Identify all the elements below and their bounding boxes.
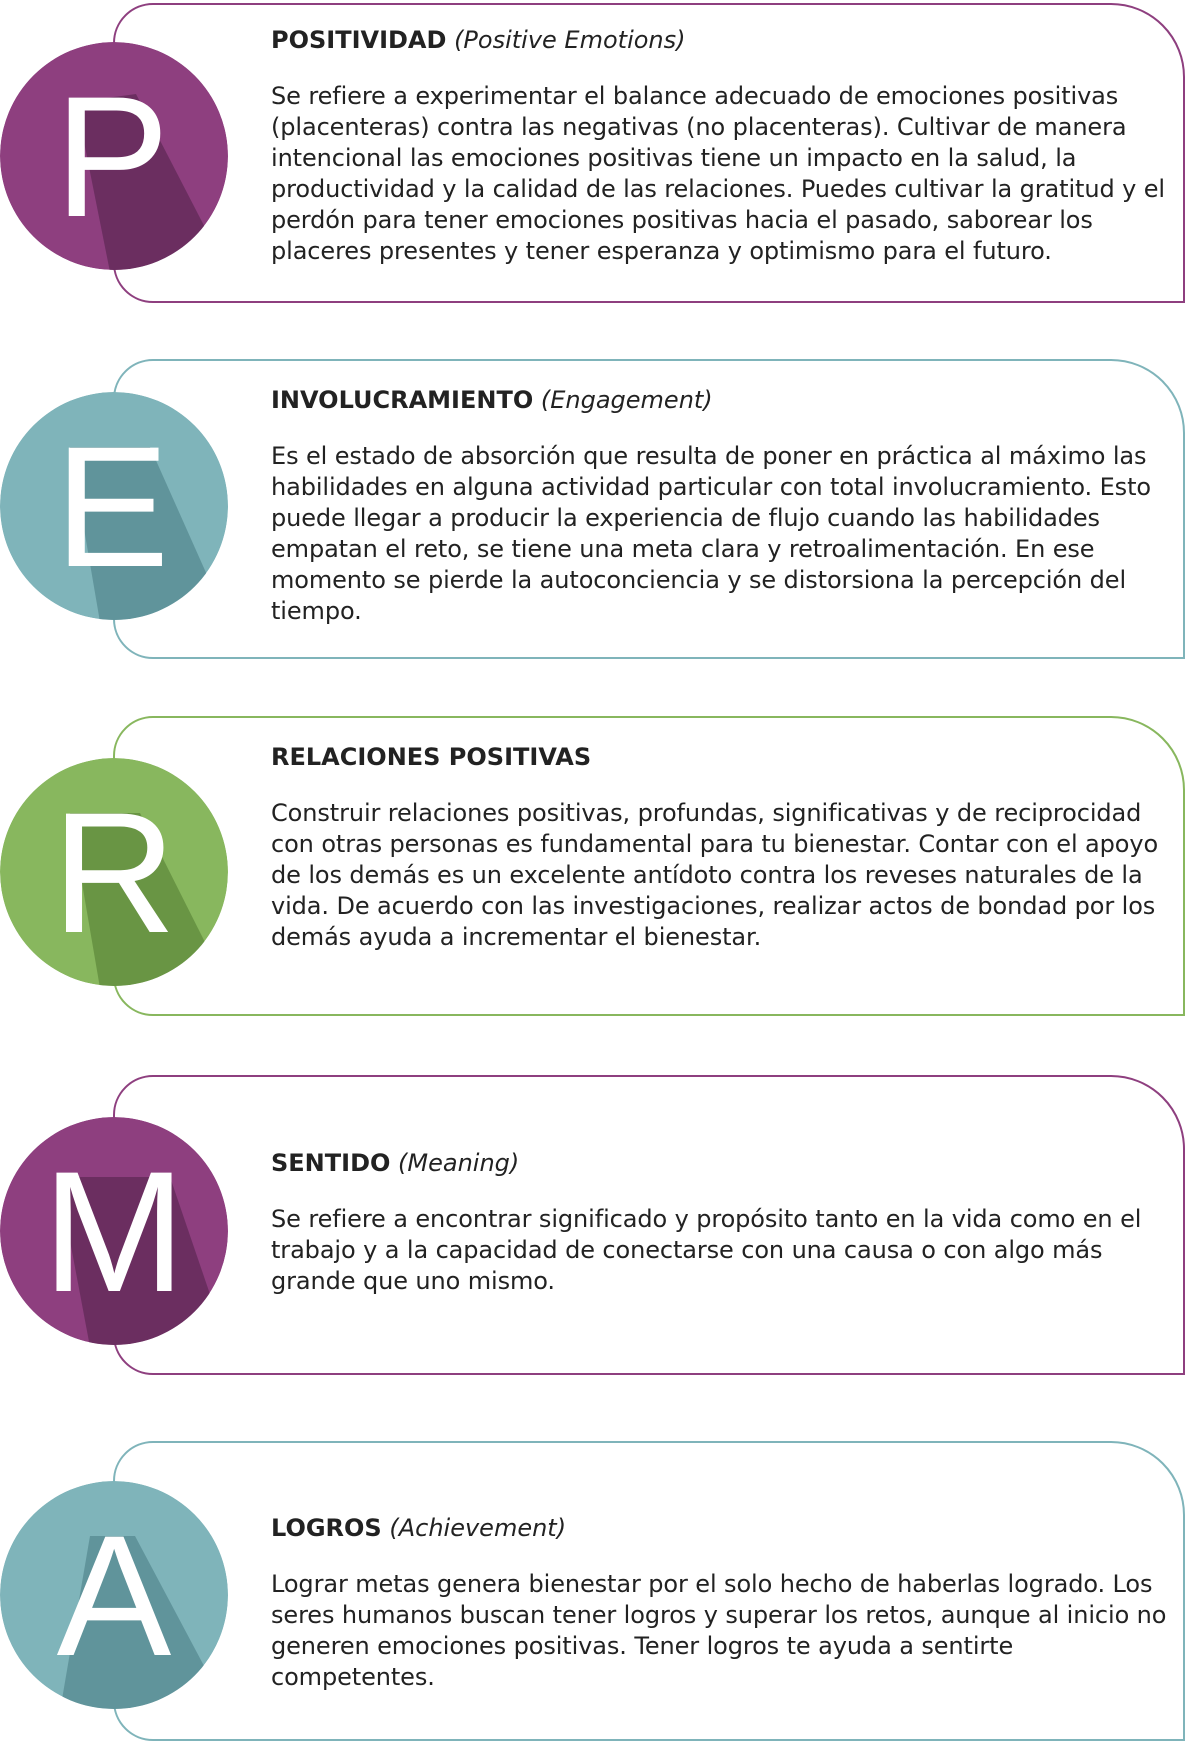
letter-circle-p: P xyxy=(0,42,228,270)
circle-letter: M xyxy=(42,1136,185,1328)
perma-item-m: M SENTIDO (Meaning) Se refiere a encontr… xyxy=(0,1075,1200,1385)
letter-circle-r: R xyxy=(0,758,228,986)
letter-circle-e: E xyxy=(0,392,228,620)
perma-item-p: P POSITIVIDAD (Positive Emotions) Se ref… xyxy=(0,3,1200,313)
item-title: INVOLUCRAMIENTO xyxy=(271,386,534,414)
perma-item-r: R RELACIONES POSITIVAS Construir relacio… xyxy=(0,716,1200,1026)
item-title: POSITIVIDAD xyxy=(271,26,447,54)
item-title: LOGROS xyxy=(271,1514,382,1542)
card-frame xyxy=(113,3,1185,303)
item-title: RELACIONES POSITIVAS xyxy=(271,743,592,771)
circle-letter: R xyxy=(52,777,176,969)
perma-item-e: E INVOLUCRAMIENTO (Engagement) Es el est… xyxy=(0,359,1200,669)
item-heading: SENTIDO (Meaning) xyxy=(271,1148,1171,1178)
item-description: Se refiere a experimentar el balance ade… xyxy=(271,82,1165,265)
circle-letter: A xyxy=(57,1500,172,1692)
item-subtitle: (Meaning) xyxy=(390,1149,520,1177)
item-subtitle: (Positive Emotions) xyxy=(446,26,686,54)
circle-letter: E xyxy=(55,411,170,603)
letter-circle-m: M xyxy=(0,1117,228,1345)
item-heading: INVOLUCRAMIENTO (Engagement) xyxy=(271,385,1171,415)
card-frame xyxy=(113,716,1185,1016)
item-heading: RELACIONES POSITIVAS xyxy=(271,742,1171,772)
item-title: SENTIDO xyxy=(271,1149,391,1177)
card-frame xyxy=(113,359,1185,659)
item-subtitle: (Engagement) xyxy=(533,386,713,414)
item-heading: LOGROS (Achievement) xyxy=(271,1513,1171,1543)
item-description: Se refiere a encontrar significado y pro… xyxy=(271,1205,1142,1295)
item-description: Es el estado de absorción que resulta de… xyxy=(271,442,1151,625)
letter-circle-a: A xyxy=(0,1481,228,1709)
item-description: Lograr metas genera bienestar por el sol… xyxy=(271,1570,1167,1691)
card-frame xyxy=(113,1441,1185,1741)
card-frame xyxy=(113,1075,1185,1375)
circle-letter: P xyxy=(55,61,170,253)
item-heading: POSITIVIDAD (Positive Emotions) xyxy=(271,25,1171,55)
item-description: Construir relaciones positivas, profunda… xyxy=(271,799,1159,951)
item-subtitle: (Achievement) xyxy=(381,1514,567,1542)
perma-item-a: A LOGROS (Achievement) Lograr metas gene… xyxy=(0,1441,1200,1751)
